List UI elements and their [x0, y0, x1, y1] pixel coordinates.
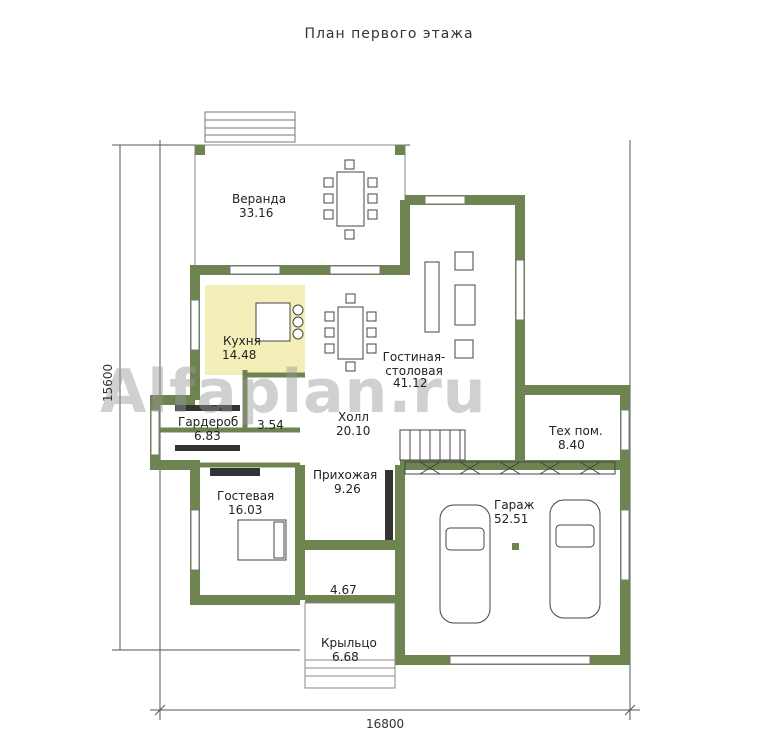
wardrobe-shelves [175, 405, 393, 540]
plan-title: План первого этажа [304, 26, 474, 42]
room-bath-area: 3.54 [257, 418, 284, 432]
veranda [194, 144, 406, 271]
room-porch-area: 6.68 [332, 650, 359, 664]
kitchen-island [255, 302, 304, 342]
interior-walls [160, 370, 520, 545]
veranda-post [195, 145, 205, 155]
room-garage-name: Гараж [494, 498, 535, 512]
room-living-name: Гостиная-столовая [382, 350, 446, 378]
dimension-height: 15600 [101, 363, 115, 402]
room-tech-area: 8.40 [558, 438, 585, 452]
stairs [399, 429, 466, 461]
room-veranda-name: Веранда [232, 192, 287, 206]
room-tech-name: Тех пом. [549, 424, 603, 438]
veranda-steps [204, 111, 296, 143]
garage-cars [439, 499, 601, 624]
veranda-post [395, 145, 405, 155]
room-wardrobe-name: Гардероб [178, 415, 239, 429]
dimension-width: 16800 [366, 717, 405, 731]
room-guest-area: 16.03 [228, 503, 263, 517]
room-vestibule-area: 4.67 [330, 583, 357, 597]
room-garage-area: 52.51 [494, 512, 529, 526]
porch [304, 602, 396, 689]
dining-table [324, 293, 377, 372]
room-living-area: 41.12 [393, 376, 428, 390]
room-kitchen-area: 14.48 [222, 348, 257, 362]
veranda-table [323, 159, 378, 240]
living-sofas [424, 251, 476, 359]
room-veranda-area: 33.16 [239, 206, 274, 220]
guest-bed [237, 519, 287, 561]
room-wardrobe-area: 6.83 [194, 429, 221, 443]
room-kitchen-name: Кухня [223, 334, 261, 348]
room-entrance-name: Прихожая [313, 468, 378, 482]
room-hall-name: Холл [338, 410, 369, 424]
room-hall-area: 20.10 [336, 424, 371, 438]
room-guest-name: Гостевая [217, 489, 275, 503]
watermark: Alfaplan.ru [100, 357, 487, 427]
windows [150, 195, 630, 665]
garage-beams [404, 461, 616, 475]
room-porch-name: Крыльцо [321, 636, 377, 650]
room-entrance-area: 9.26 [334, 482, 361, 496]
